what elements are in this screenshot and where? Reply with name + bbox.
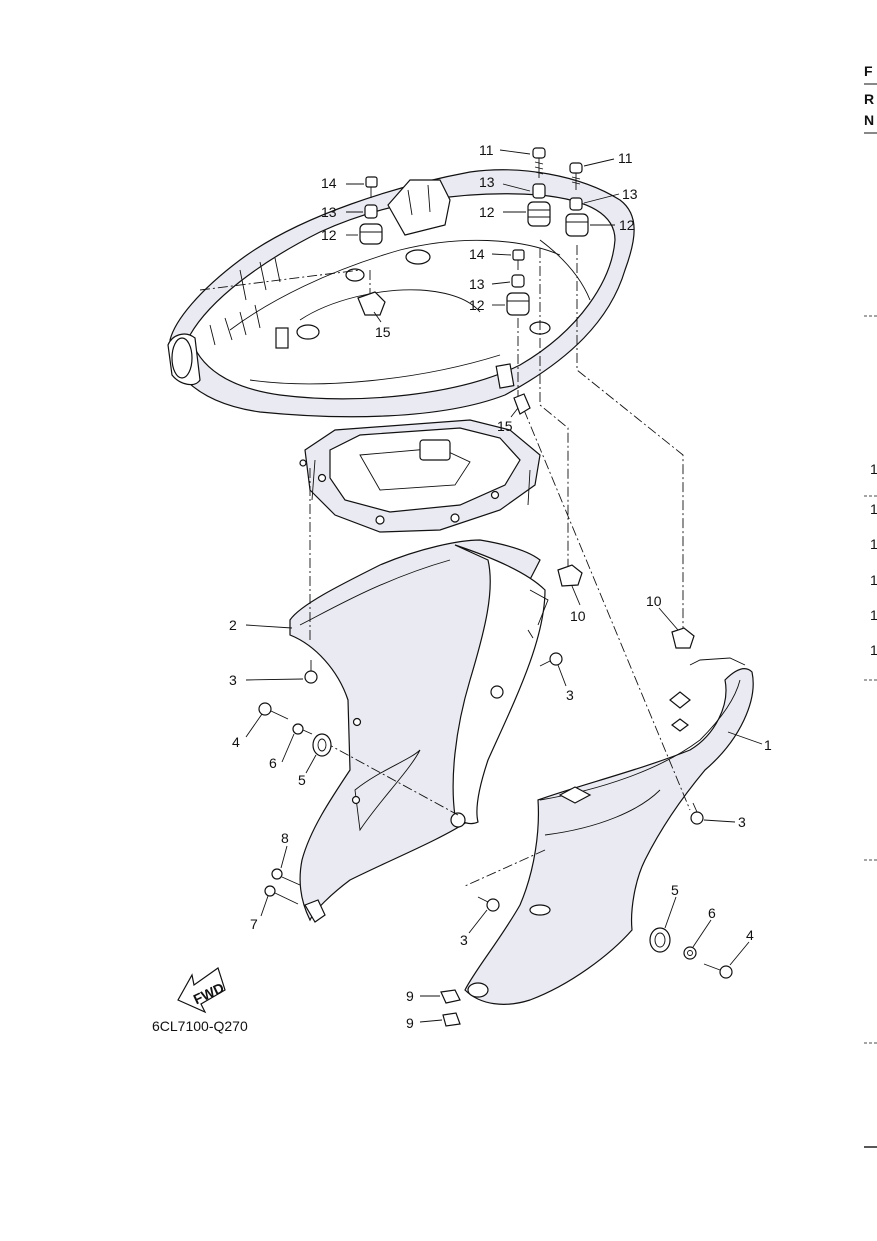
engine-mount-base-drawing	[299, 419, 541, 533]
fwd-arrow-icon: FWD	[177, 967, 226, 1014]
callout-3: 3	[460, 932, 468, 948]
grommet-12-b	[565, 213, 589, 237]
collar-6-a	[292, 723, 313, 735]
clip-9-b	[442, 1012, 461, 1027]
clip-9-a	[440, 989, 461, 1004]
top-cowling-drawing	[167, 169, 635, 418]
diagram-code: 6CL7100-Q270	[152, 1018, 248, 1034]
callout-14: 14	[321, 175, 337, 191]
callout-12: 12	[479, 204, 495, 220]
callout-10: 10	[570, 608, 586, 624]
bolt-4-b	[703, 963, 733, 979]
grommet-12-a	[527, 201, 551, 227]
callout-11: 11	[618, 150, 633, 166]
edge-letter-f: F	[864, 63, 873, 79]
callout-13: 13	[469, 276, 485, 292]
grommet-12-c	[359, 223, 383, 245]
screw-3-b	[539, 652, 563, 667]
edge-number: 1	[870, 572, 877, 588]
grommet-12-d	[506, 292, 530, 316]
bolt-11-left	[532, 147, 546, 178]
screw-3-a	[304, 660, 318, 684]
callout-10: 10	[646, 593, 662, 609]
edge-letter-n: N	[864, 112, 874, 128]
edge-number: 1	[870, 536, 877, 552]
bolt-8	[271, 868, 301, 886]
callout-6: 6	[708, 905, 716, 921]
hardware-parts	[258, 147, 733, 1027]
bolt-7	[264, 885, 299, 905]
callout-15: 15	[375, 324, 391, 340]
callout-6: 6	[269, 755, 277, 771]
callout-leaders	[245, 149, 763, 1023]
collar-13-d	[511, 274, 525, 288]
clip-15-a	[357, 291, 386, 316]
callout-15: 15	[497, 418, 513, 434]
callout-13: 13	[622, 186, 638, 202]
edge-letter-r: R	[864, 91, 874, 107]
bolt-4-a	[258, 702, 289, 720]
edge-number: 1	[870, 607, 877, 623]
callout-2: 2	[229, 617, 237, 633]
bottom-cowling-starboard-drawing	[464, 657, 754, 1005]
collar-13-c	[364, 204, 378, 219]
callout-14: 14	[469, 246, 485, 262]
bottom-cowling-port-drawing	[289, 539, 549, 923]
callout-1: 1	[764, 737, 772, 753]
callout-3: 3	[566, 687, 574, 703]
callout-8: 8	[281, 830, 289, 846]
grommet-5-b	[649, 927, 671, 953]
callout-4: 4	[746, 927, 754, 943]
nut-10-b	[671, 627, 695, 649]
callout-12: 12	[619, 217, 635, 233]
callout-11: 11	[479, 142, 494, 158]
nut-10-a	[557, 564, 583, 587]
screw-3-c	[690, 802, 704, 825]
callout-numbers: 11 11 14 13 12 13 13 12 12 14 13 12 15 1…	[229, 142, 772, 1031]
callout-5: 5	[671, 882, 679, 898]
bolt-14-right	[512, 249, 525, 270]
grommet-5-a	[312, 733, 332, 757]
callout-9: 9	[406, 1015, 414, 1031]
callout-7: 7	[250, 916, 258, 932]
callout-4: 4	[232, 734, 240, 750]
callout-9: 9	[406, 988, 414, 1004]
callout-12: 12	[321, 227, 337, 243]
callout-5: 5	[298, 772, 306, 788]
callout-13: 13	[479, 174, 495, 190]
screw-3-d	[477, 896, 500, 912]
edge-number: 1	[870, 642, 877, 658]
page-edge-index: F R N 1 1 1 1 1 1	[864, 63, 877, 1148]
callout-12: 12	[469, 297, 485, 313]
bolt-11-right	[569, 162, 583, 190]
collar-13-a	[532, 183, 546, 199]
bolt-14-left	[365, 176, 378, 198]
collar-6-b	[683, 946, 697, 960]
callout-3: 3	[229, 672, 237, 688]
callout-3: 3	[738, 814, 746, 830]
collar-13-b	[569, 197, 583, 211]
edge-number: 1	[870, 501, 877, 517]
clip-15-b	[513, 393, 531, 415]
relation-lines	[199, 245, 691, 887]
edge-number: 1	[870, 461, 877, 477]
callout-13: 13	[321, 204, 337, 220]
